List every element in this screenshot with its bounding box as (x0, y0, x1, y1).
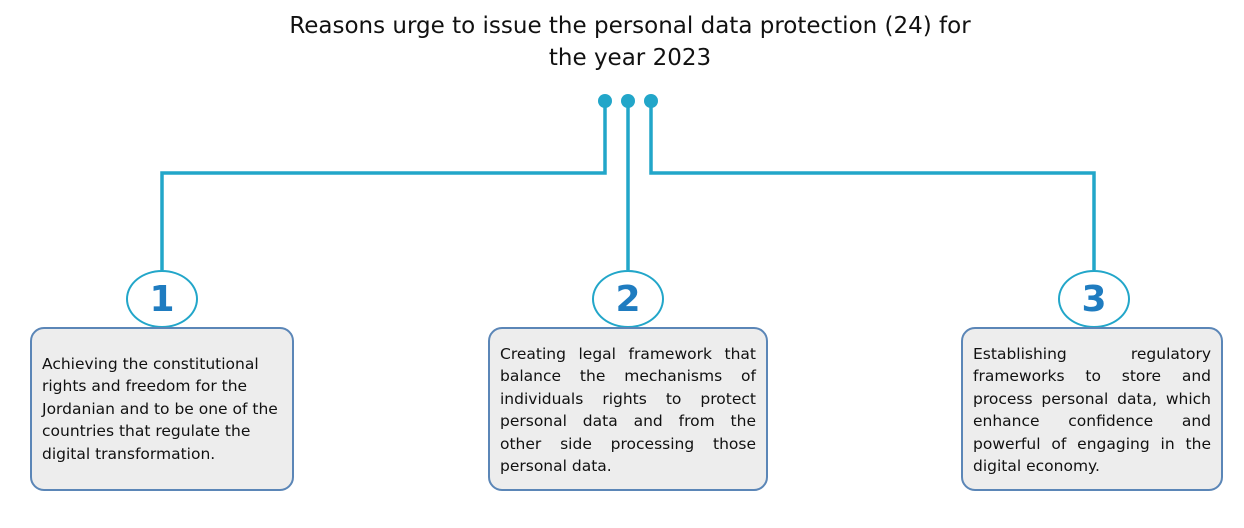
connector-to-item-3 (649, 101, 1096, 270)
connector-dot-1 (598, 94, 612, 108)
item-1-text: Achieving the constitutional rights and … (42, 355, 278, 463)
item-1-number: 1 (149, 278, 175, 320)
item-2-box: Creating legal framework that balance th… (488, 327, 768, 491)
item-2-text: Creating legal framework that balance th… (500, 345, 756, 476)
connector-to-item-1 (160, 101, 607, 270)
item-1-number-circle: 1 (126, 270, 198, 328)
item-3-text: Establishing regulatory frameworks to st… (973, 345, 1211, 476)
item-2-number: 2 (615, 278, 641, 320)
connector-dot-2 (621, 94, 635, 108)
item-3-box: Establishing regulatory frameworks to st… (961, 327, 1223, 491)
title-line-2: the year 2023 (548, 45, 712, 71)
title-line-1: Reasons urge to issue the personal data … (289, 13, 971, 39)
item-1-box: Achieving the constitutional rights and … (30, 327, 294, 491)
diagram-title: Reasons urge to issue the personal data … (230, 10, 1030, 74)
item-2-number-circle: 2 (592, 270, 664, 328)
item-3-number-circle: 3 (1058, 270, 1130, 328)
connector-dot-3 (644, 94, 658, 108)
item-3-number: 3 (1081, 278, 1107, 320)
